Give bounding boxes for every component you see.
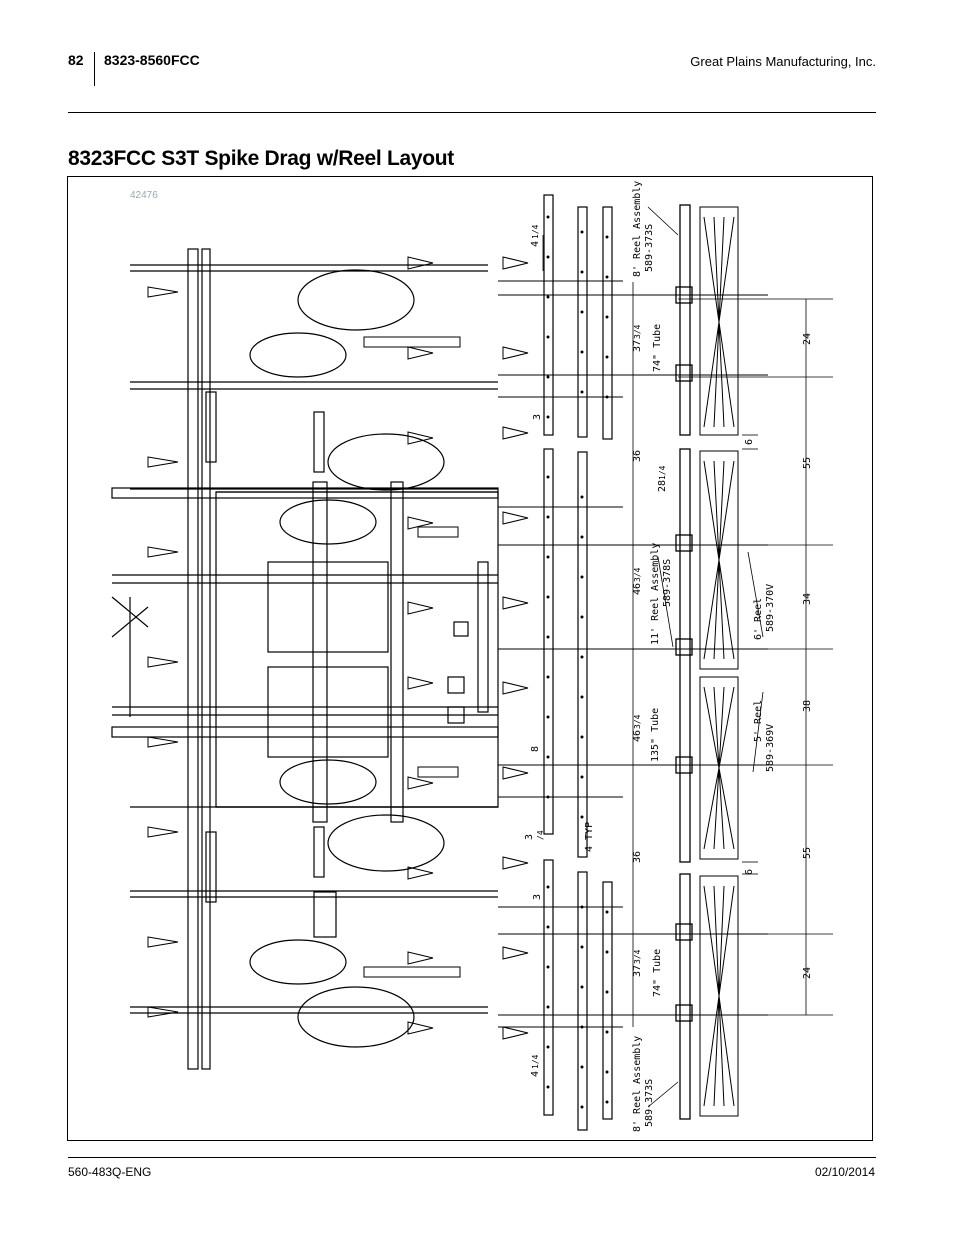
reel-top-label: 8' Reel Assembly xyxy=(632,181,643,277)
figure-id: 42476 xyxy=(130,190,158,201)
dim-frac-bot: 1/4 xyxy=(531,1054,540,1069)
reel-bot-label: 8' Reel Assembly xyxy=(632,1036,643,1132)
reel-mid-pn: 589-378S xyxy=(662,559,673,607)
reel-mid-label: 11' Reel Assembly xyxy=(650,543,661,645)
dim-46-top: 46 xyxy=(632,583,643,595)
hydraulic-cylinders xyxy=(363,336,461,978)
dim-frac-top: 1/4 xyxy=(531,224,540,239)
figure-labels: 8' Reel Assembly 589-373S 74" Tube 11' R… xyxy=(524,181,813,1132)
reel5-label: 5' Reel xyxy=(753,700,764,742)
dim-37-top-frac: 3/4 xyxy=(633,324,642,339)
dim-8: 8 xyxy=(530,746,541,752)
page-title: 8323FCC S3T Spike Drag w/Reel Layout xyxy=(68,147,454,170)
dim-38: 38 xyxy=(802,700,813,712)
tube74-top-label: 74" Tube xyxy=(652,324,663,372)
dim-3-mid: 3 xyxy=(524,834,535,840)
document-number: 560-483Q-ENG xyxy=(68,1165,152,1179)
page-number: 82 xyxy=(68,52,84,68)
document-date: 02/10/2014 xyxy=(814,1165,875,1179)
reel5-pn: 589-369V xyxy=(765,724,776,772)
tube74-bot-label: 74" Tube xyxy=(652,949,663,997)
dim-24-top: 24 xyxy=(802,333,813,345)
header-rule xyxy=(68,112,876,113)
reel6-pn: 589-370V xyxy=(765,584,776,632)
dim-4-top: 4 xyxy=(530,241,541,247)
dim-46-bot: 46 xyxy=(632,730,643,742)
machine-frame xyxy=(111,248,499,1070)
reels xyxy=(699,206,739,1117)
dim-37-bot-frac: 3/4 xyxy=(633,949,642,964)
footer-rule xyxy=(68,1157,876,1158)
spike-drag-tubes xyxy=(543,194,613,1131)
typ-label: 4 TYP xyxy=(584,822,595,852)
dim-34: 34 xyxy=(802,593,813,605)
reel-bot-pn: 589-373S xyxy=(644,1079,655,1127)
spike-teeth xyxy=(546,215,609,1109)
dim-37-top: 37 xyxy=(632,340,643,352)
shank-assemblies xyxy=(147,256,529,1040)
dim-46-bot-frac: 3/4 xyxy=(633,714,642,729)
dim-37-bot: 37 xyxy=(632,965,643,977)
leader-lines xyxy=(647,206,764,1108)
dim-4-bot: 4 xyxy=(530,1071,541,1077)
dim-55-bot: 55 xyxy=(802,847,813,859)
dim-3-bot: 3 xyxy=(532,894,543,900)
layout-figure: 42476 xyxy=(67,176,873,1141)
tube135-label: 135" Tube xyxy=(650,708,661,762)
dim-28-frac: 1/4 xyxy=(658,465,667,480)
layout-drawing: 8' Reel Assembly 589-373S 74" Tube 11' R… xyxy=(111,181,833,1132)
dim-28: 28 xyxy=(657,480,668,492)
company-name: Great Plains Manufacturing, Inc. xyxy=(690,54,876,69)
dim-24-bot: 24 xyxy=(802,967,813,979)
gauge-wheels xyxy=(249,269,445,1048)
dim-3-top: 3 xyxy=(532,414,543,420)
dimension-lines xyxy=(542,235,833,1027)
dim-46-top-frac: 3/4 xyxy=(633,567,642,582)
header-divider xyxy=(94,52,95,86)
dim-36-bot: 36 xyxy=(632,851,643,863)
reel-top-pn: 589-373S xyxy=(644,224,655,272)
dim-6-bot: 6 xyxy=(744,869,755,875)
model-number: 8323-8560FCC xyxy=(104,52,200,68)
dim-6-top: 6 xyxy=(744,439,755,445)
dim-3-mid-frac: /4 xyxy=(536,830,545,840)
dim-36-top: 36 xyxy=(632,450,643,462)
reel-frames xyxy=(675,204,693,1120)
reel6-label: 6' Reel xyxy=(753,598,764,640)
dim-55-top: 55 xyxy=(802,457,813,469)
